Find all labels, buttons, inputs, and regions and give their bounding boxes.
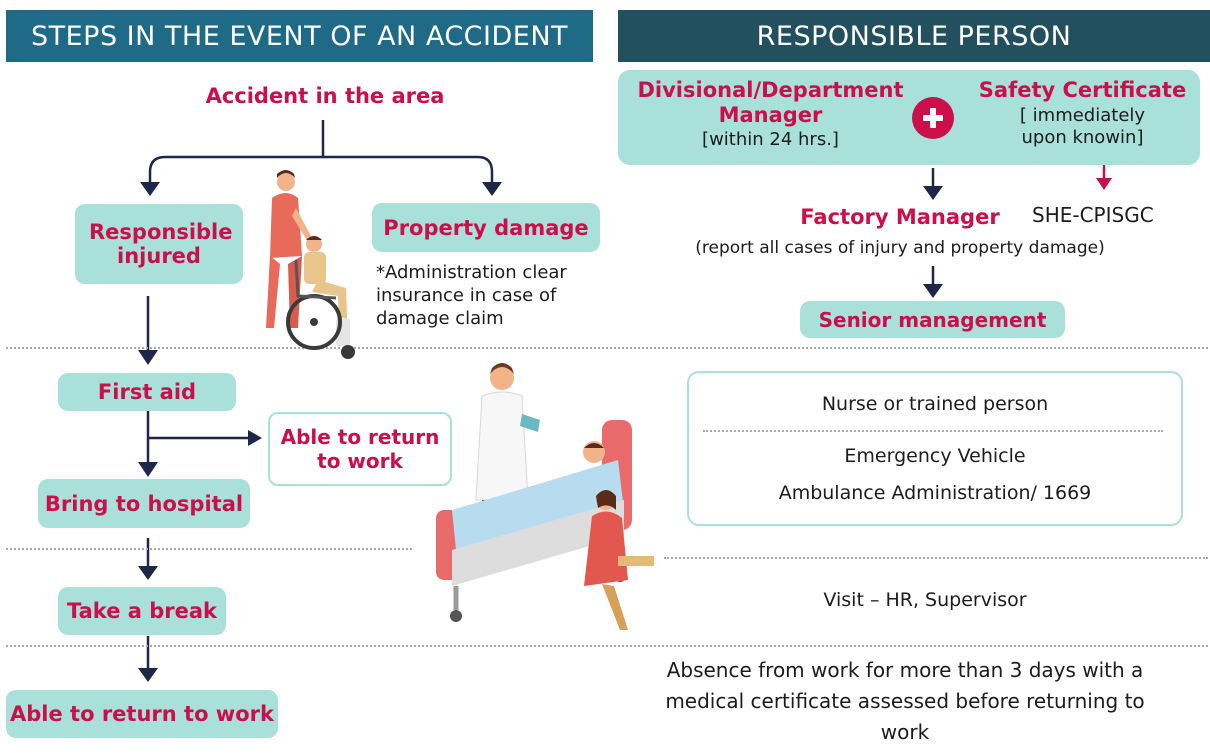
senior-management-box: Senior management bbox=[800, 301, 1065, 338]
able-return-side-label: Able to return to work bbox=[280, 425, 440, 473]
separator-1 bbox=[6, 347, 1208, 349]
header-steps: STEPS IN THE EVENT OF AN ACCIDENT bbox=[6, 10, 593, 62]
header-steps-title: STEPS IN THE EVENT OF AN ACCIDENT bbox=[30, 20, 569, 52]
accident-label: Accident in the area bbox=[205, 84, 445, 108]
nurse-figure bbox=[266, 170, 312, 328]
safety-cert-time: [ immediately upon knowin] bbox=[1019, 105, 1146, 148]
bring-hospital-label: Bring to hospital bbox=[44, 491, 244, 516]
plus-icon bbox=[912, 97, 954, 139]
responsible-injured-label: Responsible injured bbox=[89, 220, 233, 268]
first-aid-box: First aid bbox=[58, 373, 236, 411]
patient-figure bbox=[583, 441, 605, 463]
ambulance-label: Ambulance Administration/ 1669 bbox=[778, 482, 1092, 504]
separator-2-right bbox=[664, 557, 1208, 559]
able-return-final-label: Able to return to work bbox=[10, 702, 274, 726]
visitor-figure bbox=[584, 490, 654, 630]
header-responsible: RESPONSIBLE PERSON bbox=[618, 10, 1210, 62]
take-break-box: Take a break bbox=[58, 587, 226, 635]
report-note: (report all cases of injury and property… bbox=[695, 238, 1105, 258]
wheelchair-illustration bbox=[266, 170, 355, 359]
header-responsible-title: RESPONSIBLE PERSON bbox=[756, 20, 1072, 52]
nurse-label: Nurse or trained person bbox=[821, 393, 1049, 415]
separator-3 bbox=[6, 645, 1208, 647]
separator-2-left bbox=[6, 548, 412, 550]
able-return-side-box: Able to return to work bbox=[268, 412, 452, 486]
hospital-illustration bbox=[436, 363, 654, 630]
wheelchair-figure bbox=[286, 236, 355, 359]
div-manager-block: Divisional/Department Manager [within 24… bbox=[628, 78, 913, 150]
safety-cert-block: Safety Certificate [ immediately upon kn… bbox=[965, 78, 1200, 149]
managers-panel bbox=[618, 70, 1200, 165]
bring-hospital-box: Bring to hospital bbox=[38, 479, 250, 528]
medical-contact-box: Nurse or trained person Emergency Vehicl… bbox=[687, 371, 1183, 526]
vehicle-label: Emergency Vehicle bbox=[844, 445, 1026, 467]
senior-management-label: Senior management bbox=[818, 307, 1047, 332]
medical-box-separator bbox=[703, 430, 1163, 432]
absence-note: Absence from work for more than 3 days w… bbox=[665, 658, 1145, 744]
safety-cert-label: Safety Certificate bbox=[978, 78, 1187, 102]
first-aid-label: First aid bbox=[97, 380, 197, 404]
able-return-final-box: Able to return to work bbox=[6, 690, 278, 738]
factory-manager-label: Factory Manager bbox=[800, 205, 1000, 229]
take-break-label: Take a break bbox=[67, 599, 217, 623]
visit-label: Visit – HR, Supervisor bbox=[823, 589, 1027, 611]
div-manager-label: Divisional/Department Manager bbox=[637, 78, 904, 127]
responsible-injured-box: Responsible injured bbox=[75, 204, 243, 284]
she-label: SHE-CPISGC bbox=[1032, 203, 1154, 227]
property-damage-box: Property damage bbox=[372, 203, 600, 252]
property-note: *Administration clear insurance in case … bbox=[376, 262, 567, 329]
property-damage-label: Property damage bbox=[383, 215, 589, 240]
div-manager-time: [within 24 hrs.] bbox=[702, 129, 839, 150]
